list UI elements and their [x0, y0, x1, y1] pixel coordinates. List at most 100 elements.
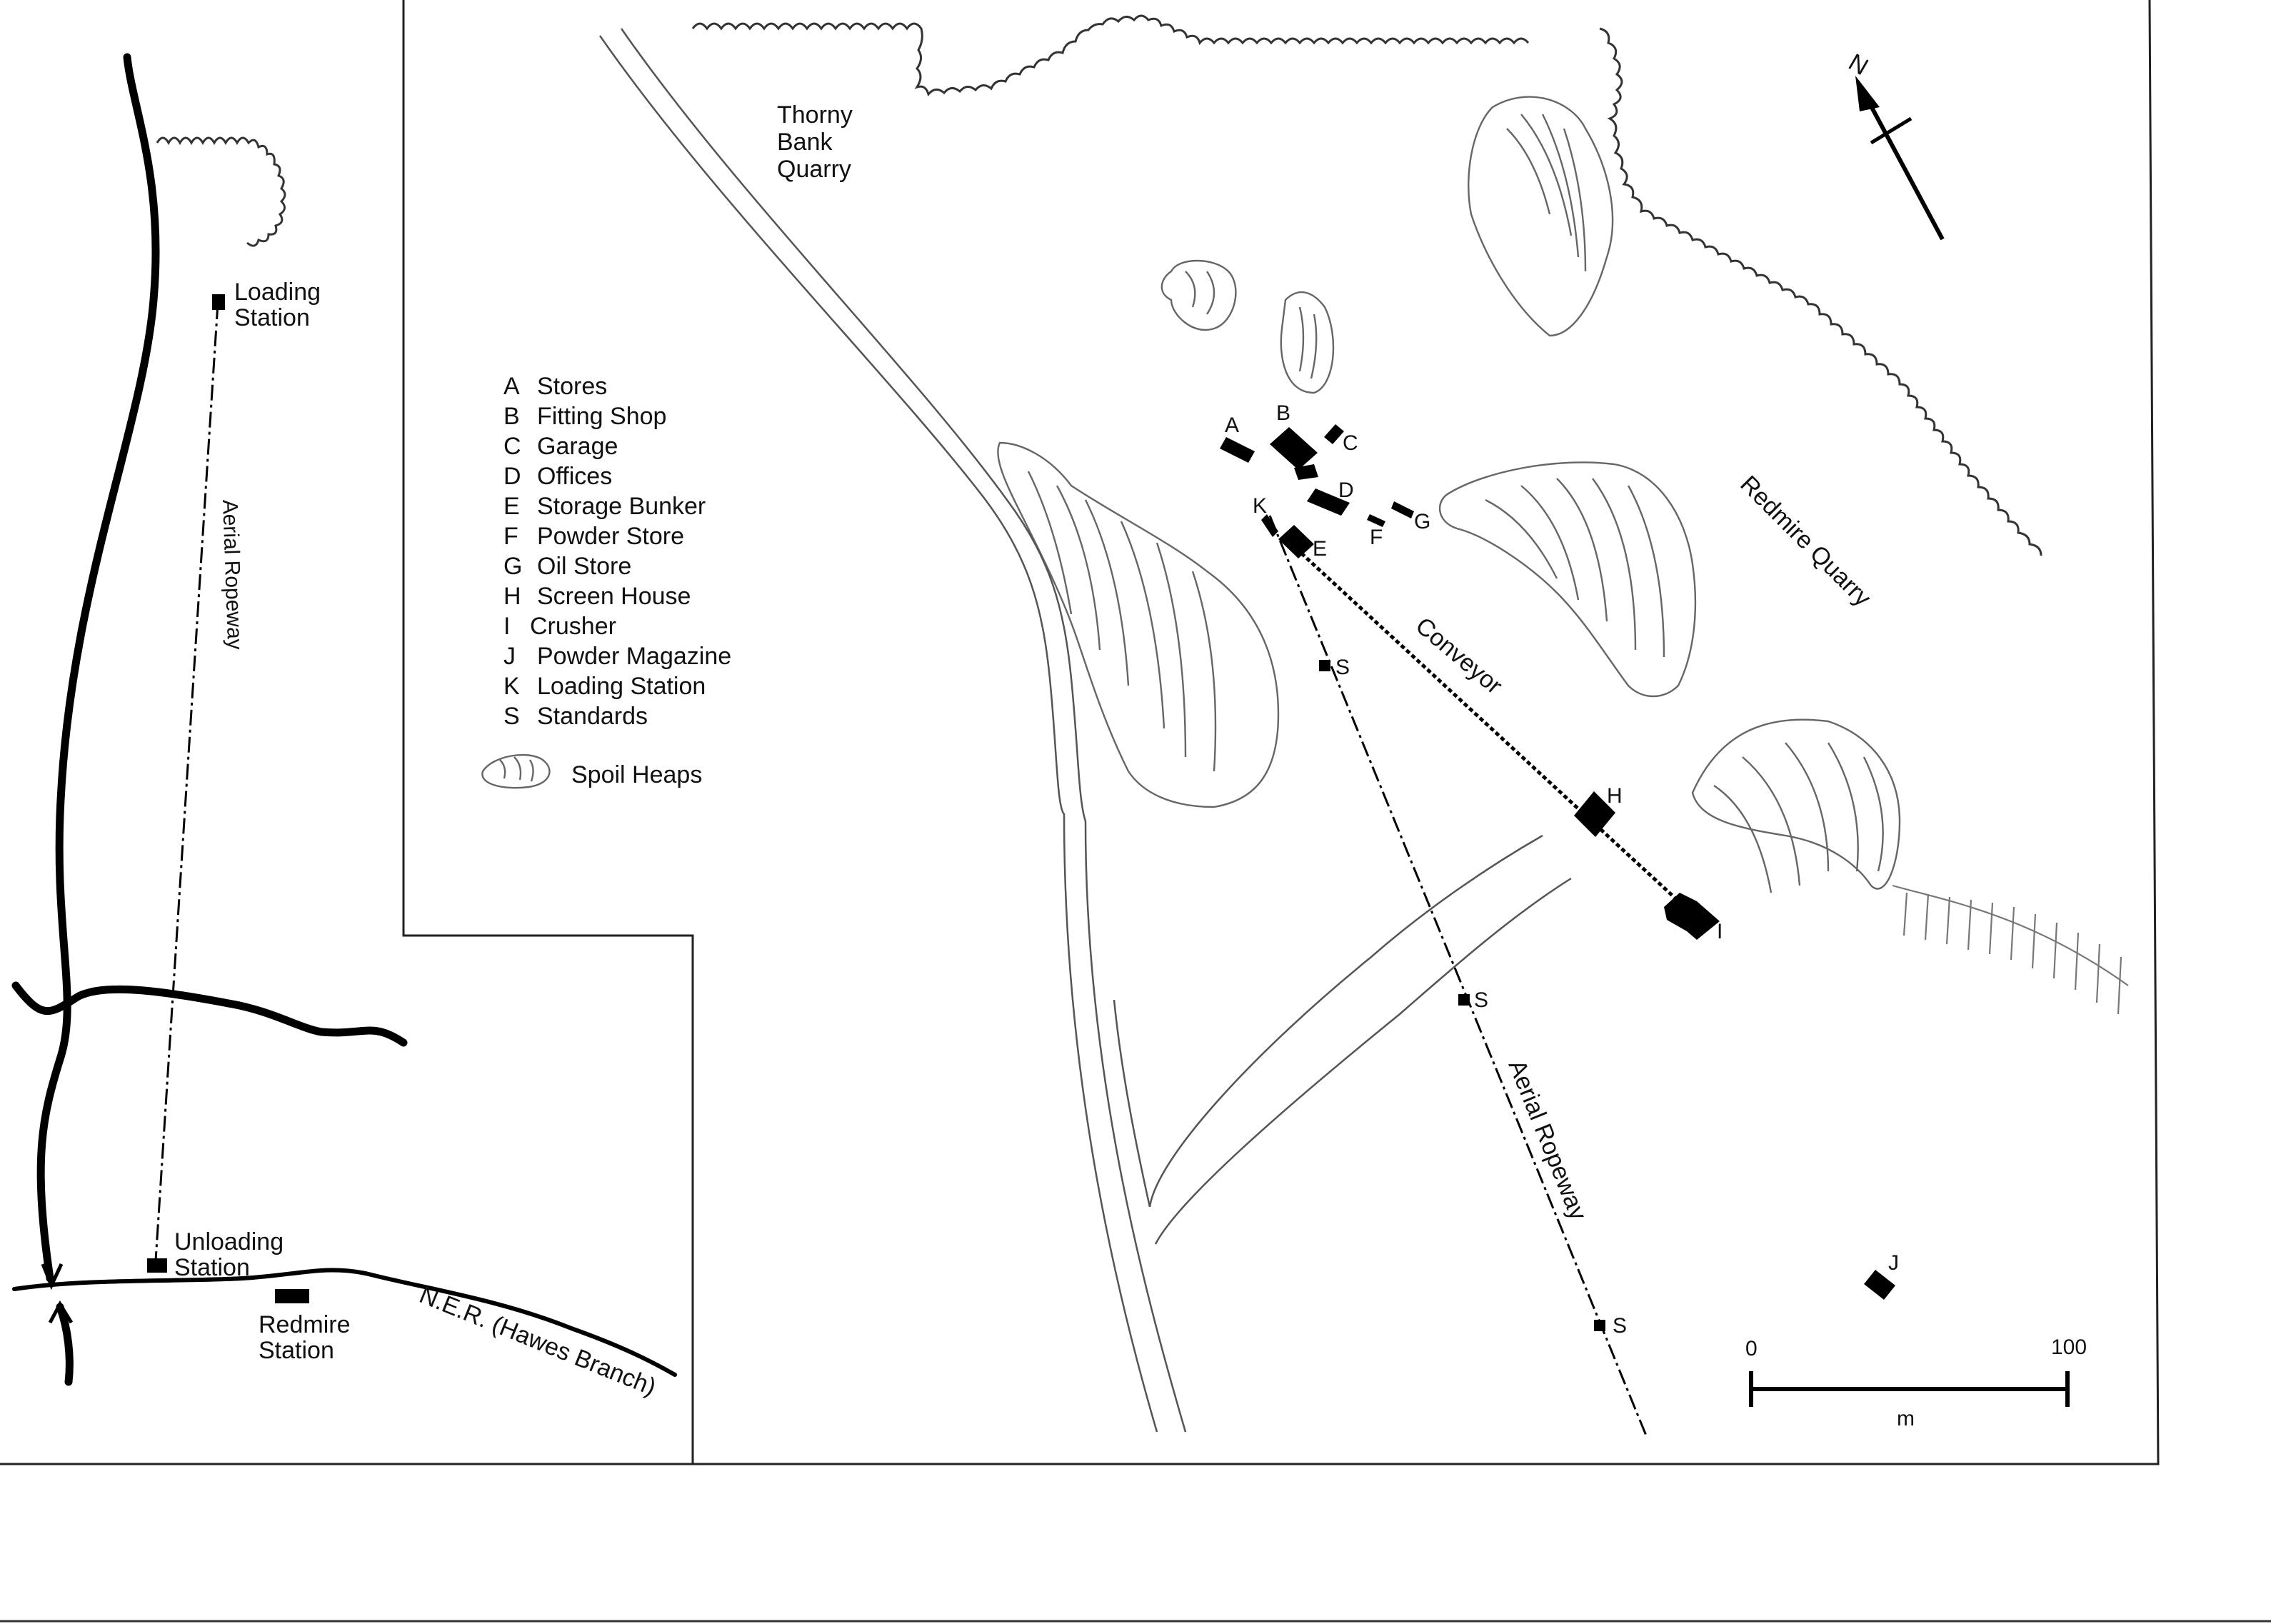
scale-bar-unit: m — [1897, 1407, 1915, 1430]
inset-aerial-ropeway — [154, 303, 219, 1261]
aerial-ropeway-label: Aerial Ropeway — [1503, 1056, 1592, 1224]
svg-text:Powder Store: Powder Store — [537, 523, 684, 550]
conveyor-label: Conveyor — [1410, 612, 1508, 700]
svg-text:Powder Magazine: Powder Magazine — [537, 643, 731, 670]
svg-text:Fitting Shop: Fitting Shop — [537, 403, 666, 430]
building-label-d: D — [1338, 478, 1354, 502]
legend: A Stores B Fitting Shop C Garage D Offices E… — [481, 373, 731, 789]
inset-redmire-station-label-2: Station — [259, 1337, 334, 1364]
building-label-a: A — [1225, 413, 1239, 437]
legend-item: B Fitting Shop — [503, 403, 666, 430]
building-b-annex — [1294, 464, 1318, 480]
svg-text:Oil Store: Oil Store — [537, 553, 631, 580]
legend-item: H Screen House — [503, 583, 691, 610]
spoil-heap-legend-symbol — [481, 753, 551, 789]
building-e-storage-bunker — [1278, 525, 1314, 558]
ropeway-standard-2 — [1458, 994, 1470, 1006]
svg-text:J: J — [503, 643, 516, 670]
thorny-bank-quarry-label-2: Bank — [777, 129, 833, 156]
building-label-i: I — [1717, 920, 1723, 943]
conveyor — [1295, 547, 1694, 916]
inset-bridge-mark-lower — [48, 1300, 74, 1324]
svg-text:K: K — [503, 673, 520, 700]
svg-text:F: F — [503, 523, 518, 550]
quarry-edge-east — [1599, 27, 2042, 556]
legend-item: G Oil Store — [503, 553, 631, 580]
legend-item: A Stores — [503, 373, 607, 400]
inset-frame — [0, 0, 694, 1465]
svg-text:C: C — [503, 433, 521, 460]
svg-text:Offices: Offices — [537, 463, 612, 490]
svg-text:D: D — [503, 463, 521, 490]
building-label-b: B — [1276, 401, 1290, 425]
inset-redmire-station-label-1: Redmire — [259, 1311, 350, 1338]
spoil-heaps-label: Spoil Heaps — [571, 761, 702, 788]
inset-aerial-ropeway-label: Aerial Ropeway — [218, 499, 246, 650]
svg-text:S: S — [503, 703, 520, 730]
svg-text:E: E — [503, 493, 520, 520]
main-road-east-edge — [620, 28, 1187, 1433]
legend-item: F Powder Store — [503, 523, 684, 550]
access-road-junction — [1113, 999, 1151, 1208]
svg-text:Stores: Stores — [537, 373, 607, 400]
scale-bar: 0 100 m — [1745, 1335, 2087, 1430]
inset-river-lower — [56, 1303, 74, 1386]
inset-railway-label: N.E.R. (Hawes Branch) — [416, 1281, 660, 1401]
inset-loading-station-label-2: Station — [234, 304, 310, 331]
svg-text:Storage Bunker: Storage Bunker — [537, 493, 706, 520]
svg-text:Garage: Garage — [537, 433, 618, 460]
thorny-bank-quarry-label-1: Thorny — [777, 101, 853, 129]
spoil-heaps — [997, 96, 2129, 1015]
svg-text:B: B — [503, 403, 520, 430]
standard-label: S — [1335, 656, 1350, 679]
redmire-quarry-label: Redmire Quarry — [1735, 471, 1876, 612]
inset-redmire-station-marker — [275, 1289, 309, 1303]
spoil-heap-central — [1439, 461, 1697, 698]
legend-item: D Offices — [503, 463, 612, 490]
svg-text:G: G — [503, 553, 522, 580]
inset-loading-station-marker — [212, 294, 225, 310]
svg-text:Screen House: Screen House — [537, 583, 691, 610]
building-c-garage — [1324, 424, 1344, 444]
building-label-k: K — [1253, 494, 1267, 518]
svg-text:H: H — [503, 583, 521, 610]
standard-label: S — [1474, 988, 1488, 1012]
svg-text:Loading Station: Loading Station — [537, 673, 706, 700]
building-label-h: H — [1607, 784, 1623, 808]
legend-item: K Loading Station — [503, 673, 706, 700]
building-i-crusher — [1664, 893, 1720, 940]
inset-loading-station-label-1: Loading — [234, 279, 321, 306]
standard-label: S — [1613, 1314, 1627, 1338]
thorny-bank-quarry-label-3: Quarry — [777, 156, 851, 183]
building-f-powder-store — [1367, 514, 1385, 527]
spoil-heap — [1160, 259, 1237, 331]
building-label-j: J — [1888, 1251, 1899, 1275]
building-j-powder-magazine — [1864, 1270, 1895, 1300]
spoil-heap-slope-east — [1892, 884, 2129, 1015]
building-h-screen-house — [1574, 791, 1615, 837]
spoil-heap-west — [997, 441, 1280, 808]
main-map: N — [598, 14, 2129, 1436]
legend-item: J Powder Magazine — [503, 643, 731, 670]
spoil-heap-east — [1691, 718, 1901, 893]
svg-text:A: A — [503, 373, 520, 400]
building-label-f: F — [1370, 526, 1383, 549]
inset-river — [36, 53, 160, 1283]
legend-item: E Storage Bunker — [503, 493, 706, 520]
building-b-fitting-shop — [1270, 427, 1318, 470]
main-road-west-edge — [598, 35, 1158, 1433]
inset-unloading-station-label-1: Unloading — [174, 1228, 284, 1255]
quarry-edge-north — [691, 14, 1530, 97]
inset-tributary — [11, 981, 408, 1047]
north-arrow: N — [1844, 49, 1945, 241]
svg-text:I: I — [503, 613, 510, 640]
inset-railway — [12, 1268, 677, 1377]
aerial-ropeway — [1268, 515, 1648, 1436]
building-d-offices — [1307, 488, 1350, 516]
building-label-g: G — [1414, 510, 1430, 533]
building-g-oil-store — [1391, 501, 1414, 518]
spoil-heap — [1280, 291, 1335, 394]
